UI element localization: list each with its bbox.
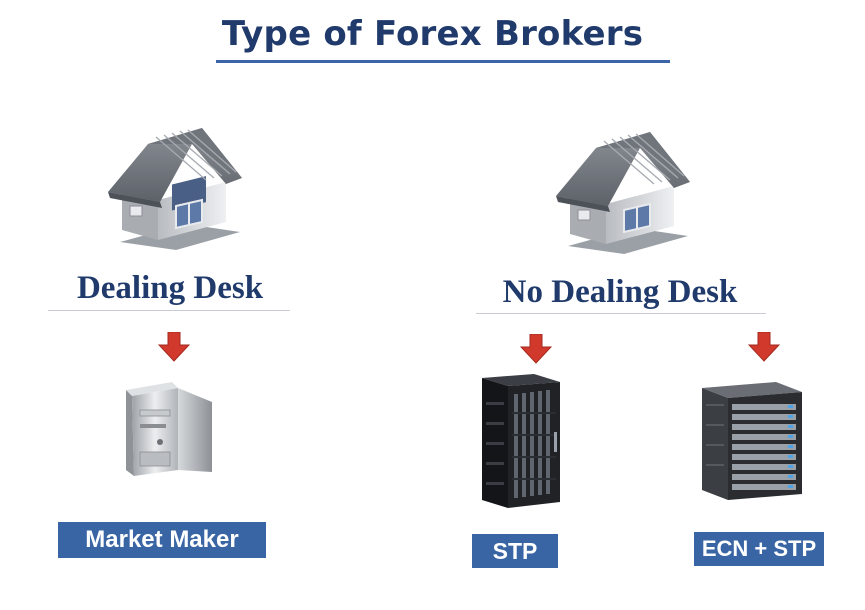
heading-underline: [48, 310, 290, 311]
server-tower-icon: [126, 382, 212, 476]
label-stp: STP: [472, 534, 558, 568]
heading-no-dealing-desk: No Dealing Desk: [502, 274, 738, 310]
house-icon: [556, 132, 690, 254]
house-icon: [108, 128, 242, 250]
server-rack-icon: [482, 374, 560, 508]
arrow-down-icon: [158, 332, 190, 362]
label-ecn-stp: ECN + STP: [694, 532, 824, 566]
title-underline: [216, 60, 670, 63]
heading-dealing-desk: Dealing Desk: [76, 270, 264, 306]
heading-underline: [476, 313, 766, 314]
arrow-down-icon: [520, 334, 552, 364]
page-title: Type of Forex Brokers: [221, 14, 644, 54]
blade-server-icon: [702, 382, 802, 500]
label-market-maker: Market Maker: [58, 522, 266, 558]
arrow-down-icon: [748, 332, 780, 362]
